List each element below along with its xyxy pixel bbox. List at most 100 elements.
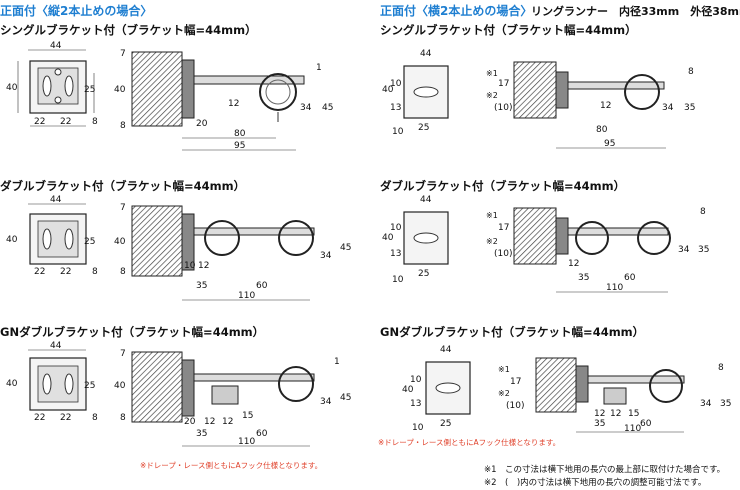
svg-text:40: 40 (6, 379, 18, 389)
svg-text:12: 12 (568, 259, 579, 269)
svg-text:10: 10 (390, 79, 402, 89)
svg-text:60: 60 (256, 281, 268, 291)
ring-runner (259, 73, 297, 111)
gn-runner-block (211, 385, 239, 405)
svg-text:10: 10 (184, 261, 196, 271)
svg-text:12: 12 (600, 101, 611, 111)
svg-text:8: 8 (718, 363, 724, 373)
svg-text:110: 110 (606, 283, 623, 293)
svg-text:※2: ※2 (486, 91, 498, 100)
svg-text:22: 22 (60, 267, 71, 277)
svg-text:95: 95 (604, 139, 615, 149)
wall-hatch (131, 51, 183, 127)
dim-44: 44 (50, 41, 62, 51)
svg-text:17: 17 (498, 79, 509, 89)
svg-text:35: 35 (594, 419, 605, 429)
svg-text:20: 20 (184, 417, 196, 427)
svg-text:10: 10 (412, 423, 424, 433)
svg-text:35: 35 (684, 103, 695, 113)
svg-text:95: 95 (234, 141, 245, 151)
svg-text:110: 110 (238, 291, 255, 301)
svg-text:12: 12 (222, 417, 233, 427)
svg-text:34: 34 (662, 103, 674, 113)
svg-text:※2: ※2 (486, 237, 498, 246)
svg-text:34: 34 (320, 251, 332, 261)
dim-22a: 22 (34, 117, 45, 127)
svg-text:110: 110 (624, 424, 641, 434)
right-single-diagram: 44 40 10 13 10 25 ※1 17 ※2 (10) 8 12 34 … (382, 49, 695, 149)
svg-text:10: 10 (392, 127, 404, 137)
svg-text:8: 8 (120, 121, 126, 131)
title-left-gn: GNダブルブラケット付（ブラケット幅=44mm） (0, 325, 265, 339)
svg-text:22: 22 (34, 413, 45, 423)
svg-text:※1: ※1 (486, 69, 498, 78)
title-right-gn: GNダブルブラケット付（ブラケット幅=44mm） (380, 325, 645, 339)
svg-text:8: 8 (120, 267, 126, 277)
svg-text:25: 25 (84, 381, 95, 391)
svg-text:10: 10 (410, 375, 422, 385)
svg-text:60: 60 (640, 419, 652, 429)
svg-text:※1: ※1 (498, 365, 510, 374)
header-runner: リングランナー 内径33mm 外径38mm (531, 5, 740, 18)
svg-text:45: 45 (340, 393, 351, 403)
svg-text:40: 40 (382, 85, 394, 95)
svg-text:45: 45 (340, 243, 351, 253)
svg-text:60: 60 (256, 429, 268, 439)
title-right-double: ダブルブラケット付（ブラケット幅=44mm） (380, 179, 626, 193)
dim-40: 40 (6, 83, 18, 93)
svg-text:13: 13 (410, 399, 421, 409)
svg-text:44: 44 (50, 195, 62, 205)
svg-text:40: 40 (402, 385, 414, 395)
svg-text:12: 12 (198, 261, 209, 271)
svg-text:※1: ※1 (486, 211, 498, 220)
ring-runner-back (278, 220, 314, 256)
svg-text:35: 35 (578, 273, 589, 283)
svg-text:13: 13 (390, 249, 401, 259)
svg-text:17: 17 (498, 223, 509, 233)
left-double-diagram: 44 40 25 8 22 22 7 40 8 34 45 10 12 35 6… (6, 195, 351, 301)
svg-text:15: 15 (242, 411, 253, 421)
right-ring-runner (624, 74, 660, 110)
right-gn-diagram: 44 40 10 13 10 25 ※1 17 ※2 (10) 8 34 35 … (402, 345, 731, 434)
title-left-double: ダブルブラケット付（ブラケット幅=44mm） (0, 179, 246, 193)
svg-text:7: 7 (120, 349, 126, 359)
svg-text:34: 34 (700, 399, 712, 409)
svg-text:1: 1 (334, 357, 340, 367)
svg-text:20: 20 (196, 119, 208, 129)
dim-7: 7 (120, 49, 126, 59)
svg-text:25: 25 (440, 419, 451, 429)
svg-text:40: 40 (6, 235, 18, 245)
svg-text:44: 44 (420, 49, 432, 59)
svg-text:80: 80 (234, 129, 246, 139)
footnote-1: ※1 この寸法は横下地用の長穴の最上部に取付けた場合です。 (484, 465, 726, 475)
dim-22b: 22 (60, 117, 71, 127)
svg-text:44: 44 (50, 341, 62, 351)
svg-text:40: 40 (114, 237, 126, 247)
svg-text:35: 35 (720, 399, 731, 409)
svg-text:(10): (10) (506, 401, 524, 411)
svg-text:44: 44 (440, 345, 452, 355)
svg-text:8: 8 (700, 207, 706, 217)
svg-text:15: 15 (628, 409, 639, 419)
ring-runner-front (204, 220, 240, 256)
dim-8: 8 (92, 117, 98, 127)
svg-text:40: 40 (114, 381, 126, 391)
bracket-arm (193, 75, 305, 85)
svg-text:(10): (10) (494, 103, 512, 113)
svg-text:17: 17 (510, 377, 521, 387)
svg-text:25: 25 (418, 269, 429, 279)
svg-text:35: 35 (698, 245, 709, 255)
svg-text:7: 7 (120, 203, 126, 213)
footnote-2: ※2 ( )内の寸法は横下地用の長穴の調整可能寸法です。 (484, 478, 707, 488)
svg-text:40: 40 (114, 85, 126, 95)
header-left: 正面付〈縦2本止めの場合〉 (0, 4, 153, 18)
svg-text:12: 12 (610, 409, 621, 419)
svg-text:10: 10 (390, 223, 402, 233)
left-single-diagram: 44 40 25 8 22 22 7 40 8 1 12 20 34 45 80… (6, 41, 333, 151)
svg-text:25: 25 (84, 237, 95, 247)
svg-text:110: 110 (238, 437, 255, 447)
svg-text:8: 8 (92, 267, 98, 277)
svg-text:(10): (10) (494, 249, 512, 259)
note-right-red: ※ドレープ・レース側ともにAフック仕様となります。 (378, 438, 561, 447)
svg-text:35: 35 (196, 429, 207, 439)
